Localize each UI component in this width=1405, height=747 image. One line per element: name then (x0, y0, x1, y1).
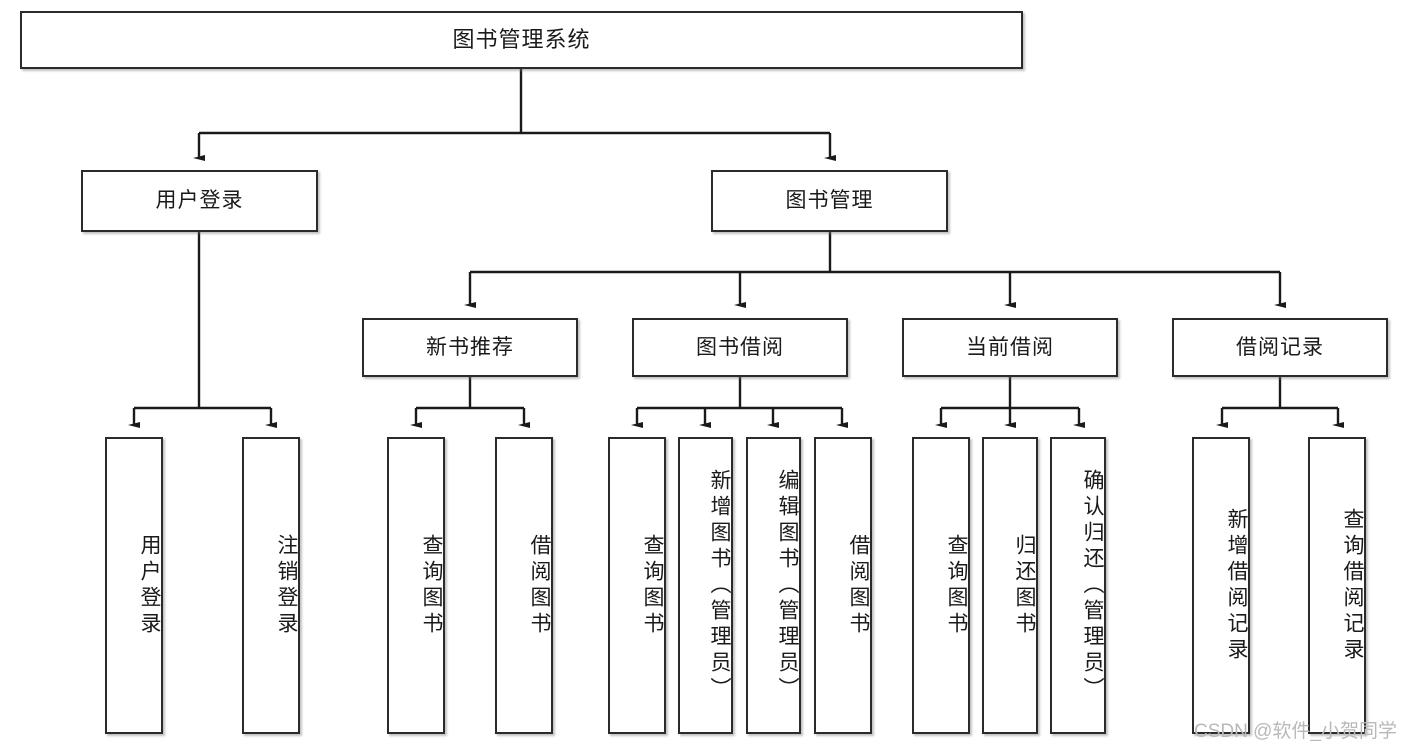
leaf-query-book-recommend[interactable]: 查询图书 (387, 437, 445, 734)
leaf-query-borrow-record[interactable]: 查询借阅记录 (1308, 437, 1366, 734)
node-book-borrow[interactable]: 图书借阅 (632, 318, 848, 377)
leaf-query-book-borrow[interactable]: 查询图书 (608, 437, 666, 734)
leaf-add-book-admin[interactable]: 新增图书（管理员） (678, 437, 733, 734)
watermark-text: CSDN @软件_小贺同学 (1194, 721, 1397, 742)
node-current-borrow[interactable]: 当前借阅 (902, 318, 1118, 377)
node-root-system[interactable]: 图书管理系统 (20, 11, 1023, 69)
leaf-borrow-book[interactable]: 借阅图书 (814, 437, 872, 734)
leaf-edit-book-admin[interactable]: 编辑图书（管理员） (746, 437, 801, 734)
node-user-login[interactable]: 用户登录 (81, 170, 318, 232)
leaf-confirm-return-admin[interactable]: 确认归还（管理员） (1050, 437, 1106, 734)
leaf-user-login[interactable]: 用户登录 (105, 437, 163, 734)
leaf-borrow-book-recommend[interactable]: 借阅图书 (495, 437, 553, 734)
node-new-book-recommend[interactable]: 新书推荐 (362, 318, 578, 377)
node-book-management[interactable]: 图书管理 (711, 170, 948, 232)
leaf-logout-login[interactable]: 注销登录 (242, 437, 300, 734)
leaf-return-book[interactable]: 归还图书 (982, 437, 1038, 734)
leaf-query-book-current[interactable]: 查询图书 (912, 437, 970, 734)
node-borrow-records[interactable]: 借阅记录 (1172, 318, 1388, 377)
leaf-add-borrow-record[interactable]: 新增借阅记录 (1192, 437, 1250, 734)
